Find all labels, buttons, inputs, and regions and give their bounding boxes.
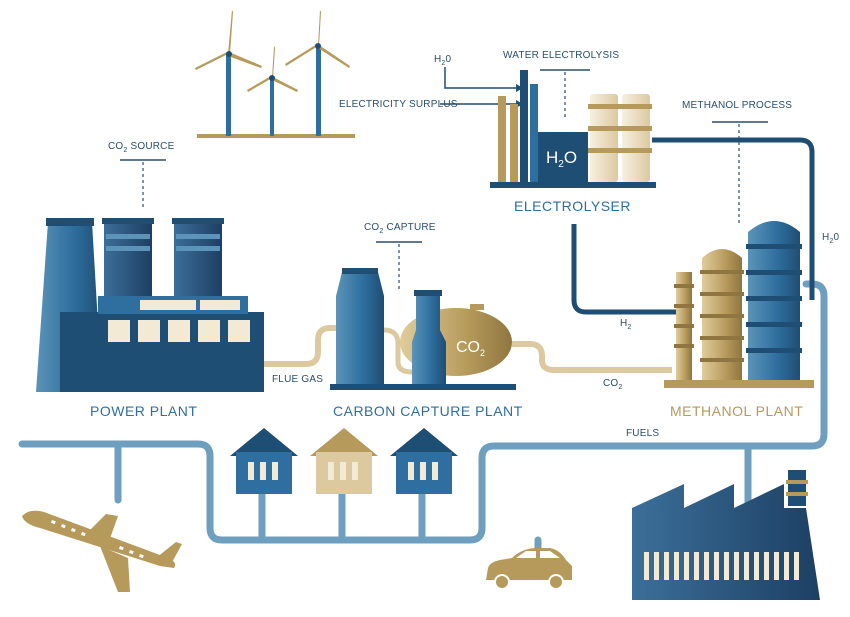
flue-gas-label: FLUE GAS	[272, 374, 323, 385]
flue-gas-pipe	[264, 325, 346, 367]
electrolyser-tank-right	[620, 94, 652, 182]
fuels-label: FUELS	[626, 428, 659, 439]
house-icon	[390, 428, 458, 494]
co2-pipe	[512, 341, 672, 373]
electrolyser: H2O ELECTROLYSER	[490, 70, 656, 214]
h2-pipe-label: H2	[620, 318, 632, 331]
airplane-icon	[22, 510, 182, 592]
wind-turbine-icon	[195, 10, 355, 138]
methanol-plant: METHANOL PLANT	[664, 221, 814, 419]
h2o-input-label: H20	[434, 54, 452, 67]
methanol-plant-label: METHANOL PLANT	[670, 403, 803, 419]
co2-pipe-label: CO2	[603, 378, 623, 391]
house-icon	[230, 428, 298, 494]
electricity-surplus-label: ELECTRICITY SURPLUS	[339, 99, 458, 110]
co2-source-label: CO2 SOURCE	[108, 141, 175, 154]
h2o-right-label: H20	[822, 232, 840, 245]
house-icon	[310, 428, 378, 494]
top-annotations: H20 WATER ELECTROLYSIS ELECTRICITY SURPL…	[108, 50, 792, 292]
carbon-capture-plant: CO2 CARBON CAPTURE PLANT	[330, 268, 523, 419]
co2-tank-label: CO2	[456, 339, 485, 358]
h2o-tank-label: H2O	[546, 148, 577, 170]
electrolyser-label: ELECTROLYSER	[514, 198, 631, 214]
power-plant: POWER PLANT	[36, 218, 264, 419]
water-electrolysis-label: WATER ELECTROLYSIS	[503, 50, 619, 61]
co2-capture-label: CO2 CAPTURE	[364, 222, 436, 235]
power-plant-label: POWER PLANT	[90, 403, 197, 419]
process-pipes-blue	[571, 137, 815, 315]
car-icon	[486, 548, 572, 590]
factory-icon	[632, 470, 820, 600]
electrolyser-tank-left	[588, 94, 620, 182]
methanol-process-label: METHANOL PROCESS	[682, 100, 792, 111]
carbon-capture-plant-label: CARBON CAPTURE PLANT	[333, 403, 523, 419]
